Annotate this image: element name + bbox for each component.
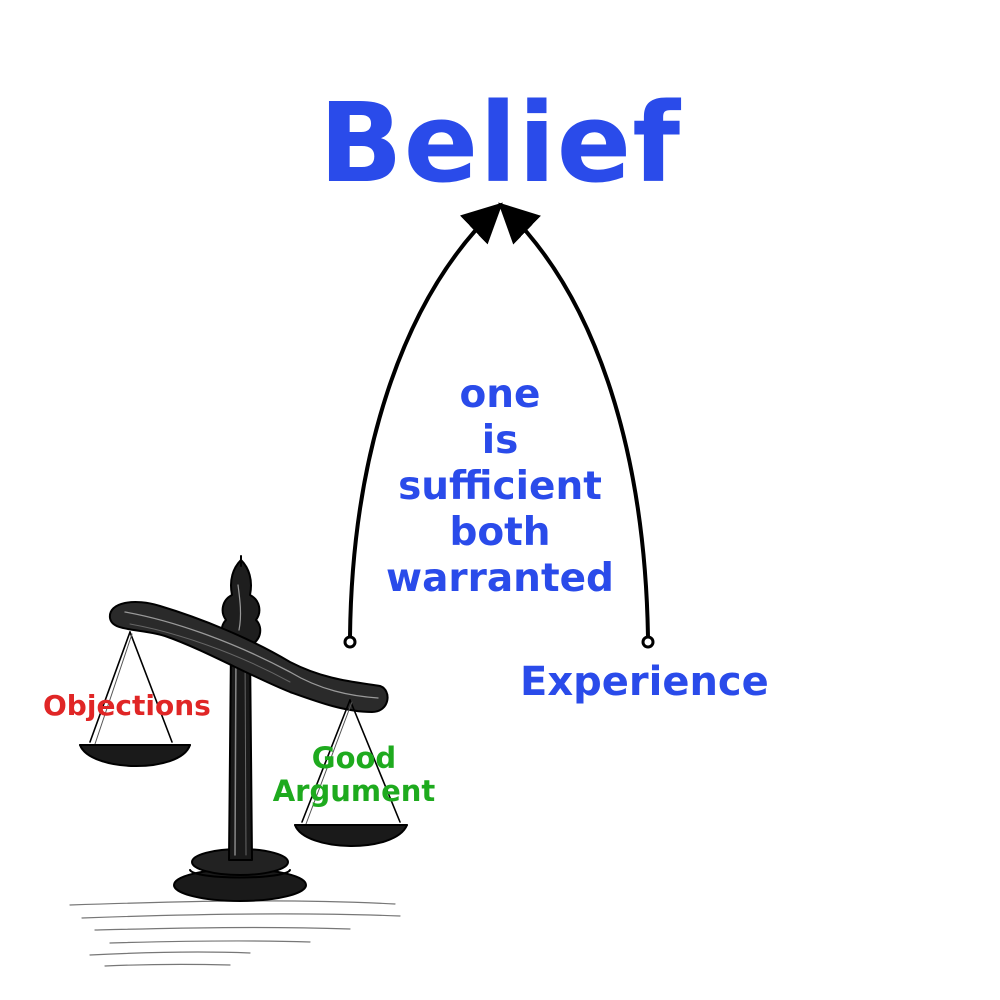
- center-line-is: is: [481, 418, 519, 463]
- left-arrow: [348, 202, 503, 638]
- balance-scale-icon: [69, 555, 408, 967]
- center-caption: one is sufficient both warranted: [350, 372, 650, 602]
- left-arrow-origin: [343, 635, 357, 649]
- objections-label: Objections: [43, 689, 211, 722]
- right-arrow: [498, 202, 650, 638]
- good-argument-line-2: Argument: [272, 774, 436, 808]
- center-line-warranted: warranted: [386, 556, 614, 601]
- belief-title: Belief: [318, 79, 682, 207]
- experience-label: Experience: [520, 659, 769, 705]
- good-argument-label: Good Argument: [268, 742, 440, 808]
- good-argument-line-1: Good: [311, 741, 397, 775]
- right-arrow-origin: [641, 635, 655, 649]
- center-line-sufficient: sufficient: [398, 464, 602, 509]
- center-line-both: both: [449, 510, 551, 555]
- center-line-one: one: [459, 372, 541, 417]
